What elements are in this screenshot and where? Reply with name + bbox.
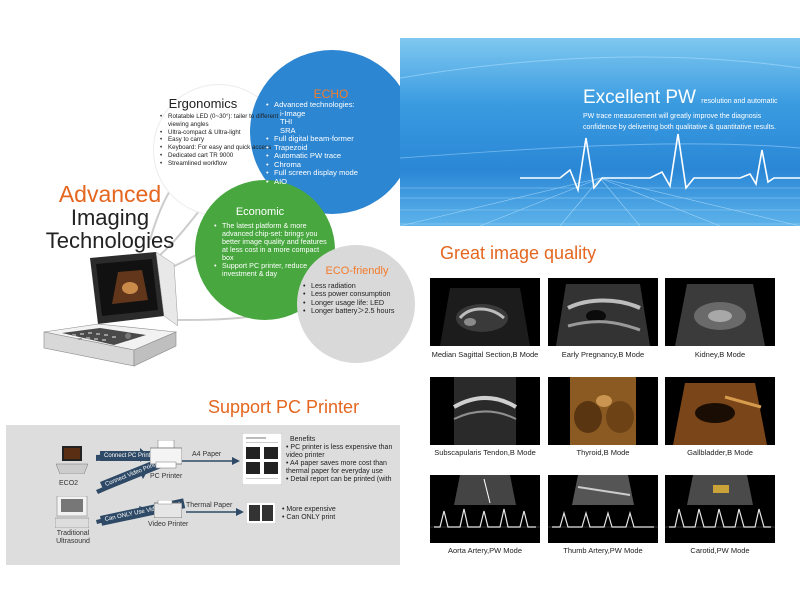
pw-banner-graphic: [400, 56, 800, 226]
pc-printer-label: PC Printer: [150, 473, 183, 480]
list-item: Support PC printer, reduce investment & …: [214, 262, 330, 278]
headline-line-1: Advanced: [58, 181, 162, 207]
printer-section-title: Support PC Printer: [208, 397, 360, 417]
benefit-item: • Detail report can be printed (with: [286, 476, 392, 484]
benefit-item: • A4 paper saves more cost than thermal …: [286, 460, 387, 476]
image-quality-title: Great image quality: [440, 243, 597, 263]
image-caption: Gallbladder,B Mode: [687, 448, 753, 457]
video-printer-notes: • More expensive • Can ONLY print: [282, 506, 382, 522]
video-printer-label: Video Printer: [148, 521, 189, 528]
eco-friendly-list: Less radiation Less power consumption Lo…: [303, 281, 411, 315]
image-caption: Thyroid,B Mode: [576, 448, 630, 457]
image-caption: Carotid,PW Mode: [690, 546, 750, 555]
benefit-text: PC printer is less expensive than video …: [286, 444, 393, 460]
ultrasound-image-carotid-pw: [665, 475, 775, 543]
ergonomics-title: Ergonomics: [168, 96, 238, 111]
headline-line-2: Imaging: [70, 205, 150, 231]
list-item: Keyboard: For easy and quick access: [160, 144, 288, 152]
list-item: Full digital beam-former: [266, 134, 406, 144]
list-item: Longer battery＞2.5 hours: [303, 306, 411, 315]
benefit-text: A4 paper saves more cost than thermal pa…: [286, 460, 387, 476]
image-caption: Thumb Artery,PW Mode: [563, 546, 643, 555]
pw-title-rest: resolution and automatic: [701, 98, 778, 105]
ultrasound-image-median-sagittal: [430, 278, 540, 346]
benefits-title: Benefits: [290, 436, 316, 443]
list-item: Streamlined workflow: [160, 160, 288, 168]
note-item: • Can ONLY print: [282, 514, 336, 522]
pc-printer-icon: [150, 440, 182, 469]
sub-item: i-Image: [280, 108, 306, 118]
sub-item: THI: [280, 117, 293, 126]
note-item: • More expensive: [282, 506, 336, 513]
eco2-device-image: [56, 446, 88, 474]
headline-line-3: Technologies: [45, 228, 175, 254]
thermal-paper-label: Thermal Paper: [186, 502, 233, 509]
benefit-text: Detail report can be printed (with: [290, 476, 392, 484]
thermal-print-image: [246, 502, 276, 524]
image-caption: Median Sagittal Section,B Mode: [431, 350, 539, 359]
connect-pc-printer-tag: Connect PC Printer: [100, 451, 160, 461]
list-item: Trapezoid: [266, 143, 406, 153]
list-item: Full screen display mode: [266, 168, 406, 178]
ultrasound-image-early-pregnancy: [548, 278, 658, 346]
sub-item: SRA: [280, 125, 296, 135]
list-item: The latest platform & more advanced chip…: [214, 221, 330, 262]
list-item: Longer usage life: LED: [303, 298, 411, 307]
a4-report-image: [242, 433, 282, 485]
list-item: Advanced technologies: i-Image THI SRA: [266, 100, 406, 135]
pw-description: PW trace measurement will greatly improv…: [583, 113, 777, 131]
pw-banner: [400, 38, 800, 226]
video-printer-icon: [154, 500, 182, 518]
pw-title-main: Excellent PW: [583, 87, 696, 108]
list-item: AIO: [266, 177, 406, 187]
list-item: Easy to carry: [160, 136, 288, 144]
image-caption: Kidney,B Mode: [694, 350, 746, 359]
ultrasound-device-image: [43, 251, 178, 367]
note-text: More expensive: [286, 506, 336, 513]
list-item: Dedicated cart TR 9000: [160, 152, 288, 160]
echo-list: Advanced technologies: i-Image THI SRA F…: [266, 100, 406, 187]
list-item: Rotatable LED (0~30°): tailer to differe…: [160, 113, 288, 129]
eco2-label: ECO2: [59, 480, 79, 487]
list-item: Automatic PW trace: [266, 151, 406, 161]
ultrasound-image-aorta-pw: [430, 475, 540, 543]
a4-paper-label: A4 Paper: [192, 451, 222, 458]
page-headline: Advanced Imaging Technologies: [30, 182, 190, 252]
ultrasound-image-thyroid: [548, 377, 658, 445]
benefits-block: Benefits • PC printer is less expensive …: [286, 436, 396, 484]
list-item: Less power consumption: [303, 289, 411, 298]
traditional-label-text: Traditional Ultrasound: [56, 530, 90, 545]
list-item: Chroma: [266, 160, 406, 170]
eco-friendly-title: ECO-friendly: [325, 265, 389, 277]
image-caption: Subscapularis Tendon,B Mode: [434, 448, 536, 457]
benefit-item: • PC printer is less expensive than vide…: [286, 444, 393, 460]
traditional-label: Traditional Ultrasound: [50, 530, 96, 545]
ultrasound-image-kidney: [665, 278, 775, 346]
ultrasound-image-gallbladder: [665, 377, 775, 445]
list-item-text: Advanced technologies:: [274, 100, 355, 109]
ultrasound-image-thumb-artery-pw: [548, 475, 658, 543]
echo-title: ECHO: [313, 87, 349, 101]
image-caption: Aorta Artery,PW Mode: [447, 546, 523, 555]
image-caption: Early Pregnancy,B Mode: [561, 350, 645, 359]
list-item: Less radiation: [303, 281, 411, 290]
ergonomics-list: Rotatable LED (0~30°): tailer to differe…: [160, 113, 288, 167]
pw-title: Excellent PW resolution and automatic: [583, 87, 778, 109]
ultrasound-image-subscapularis: [430, 377, 540, 445]
economic-list: The latest platform & more advanced chip…: [214, 221, 330, 278]
traditional-ultrasound-image: [55, 496, 89, 528]
economic-title: Economic: [235, 206, 285, 218]
note-text: Can ONLY print: [286, 514, 336, 522]
list-item: Ultra-compact & Ultra-light: [160, 129, 288, 137]
